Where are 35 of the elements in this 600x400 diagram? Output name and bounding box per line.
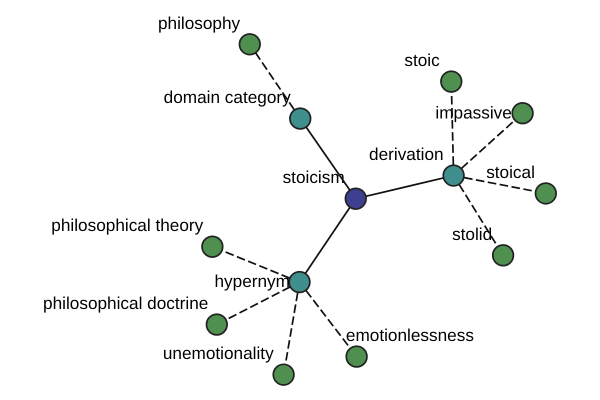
connector (366, 177, 444, 198)
node-label: hypernym (214, 271, 290, 292)
connector (464, 176, 536, 192)
node-label: stoical (486, 162, 534, 182)
node-circle (205, 313, 228, 336)
node-circle (491, 244, 514, 266)
connector (304, 290, 350, 349)
connector (221, 250, 290, 279)
node-circle (200, 236, 224, 258)
node-label: impassive (434, 102, 512, 122)
node-circle (272, 363, 294, 386)
node-label: unemotionality (162, 343, 274, 364)
connector (254, 52, 294, 110)
node-circle (238, 33, 260, 56)
connector (460, 120, 515, 170)
connector (450, 92, 454, 165)
node-label: derivation (368, 144, 444, 164)
node-circle (510, 102, 534, 124)
node-label: philosophy (157, 12, 240, 33)
node-label: domain category (163, 87, 290, 108)
node-label: philosophical theory (50, 215, 203, 236)
node-label: stolid (452, 224, 492, 244)
node-circle (288, 107, 311, 130)
node-circle (442, 164, 464, 187)
node-circle (344, 188, 366, 210)
node-label: philosophical doctrine (42, 293, 208, 314)
node-label: stoic (404, 50, 440, 70)
connector (458, 184, 498, 247)
node-circle (440, 70, 462, 93)
connector (304, 207, 350, 274)
node-circle (344, 345, 368, 368)
connector (284, 292, 298, 364)
node-circle (534, 182, 556, 205)
node-label: emotionlessness (345, 325, 474, 346)
node-circle (288, 270, 310, 294)
